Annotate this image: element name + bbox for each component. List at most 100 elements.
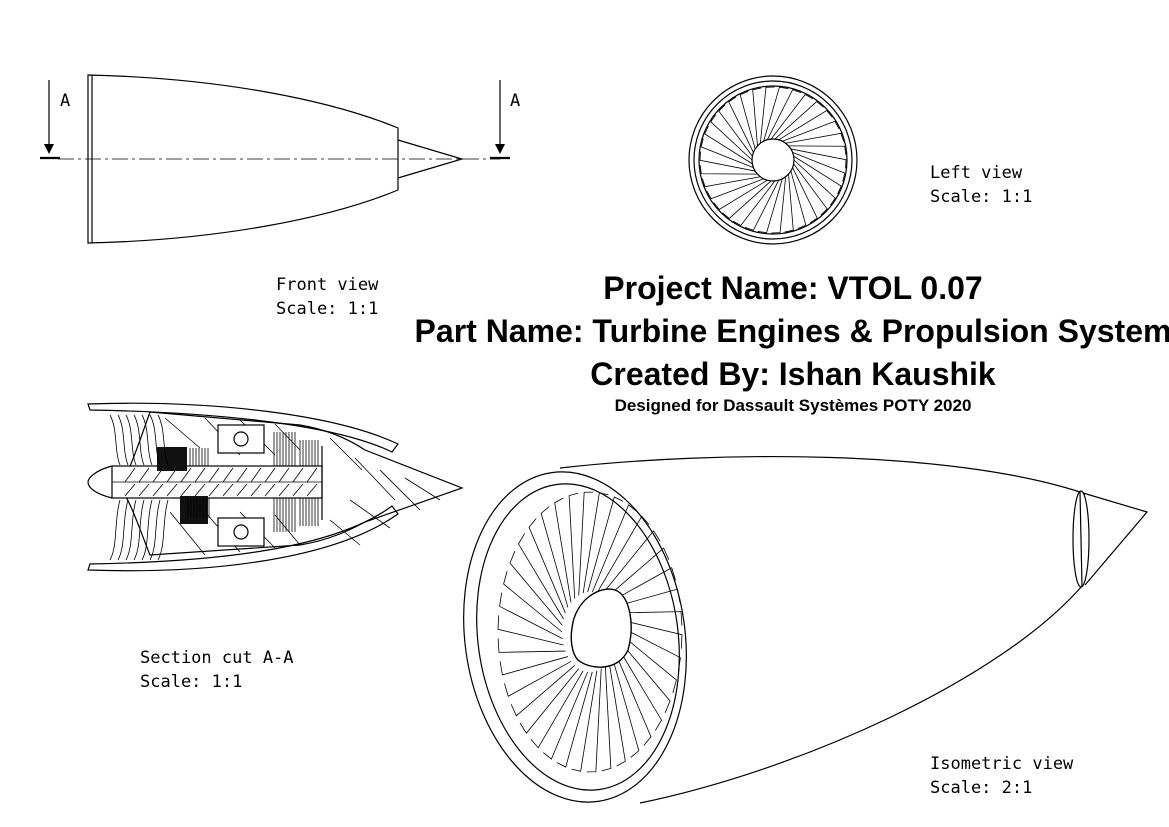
fan-blade [701, 176, 761, 188]
fan-curve [149, 414, 161, 466]
fan-blade [792, 167, 818, 224]
shaft-hatch-line [222, 483, 234, 497]
fan-curve [157, 414, 169, 466]
fan-curve [149, 499, 161, 561]
fan-blade [710, 114, 753, 161]
fan-blade [699, 164, 758, 175]
iso-fan-blade [608, 567, 676, 603]
iso-fan-blade [510, 665, 575, 717]
iso-fan-blade [587, 496, 624, 593]
hatch-line [169, 511, 206, 556]
iso-fan-blade [543, 671, 589, 760]
left-view-hub [751, 138, 795, 182]
left-view-fan-disc [698, 85, 848, 235]
hatch-line [329, 519, 361, 546]
iso-fan-blade [617, 631, 677, 694]
iso-fan-blade [509, 551, 563, 626]
fan-blade [774, 101, 824, 140]
title-block: Project Name: VTOL 0.07 Part Name: Turbi… [415, 270, 1169, 415]
shaft-hatch-line [222, 467, 234, 483]
iso-fan-blade [497, 615, 564, 646]
fan-curve [117, 414, 129, 466]
shaft-hatch-line [208, 483, 220, 497]
iso-fan-blade [578, 491, 594, 596]
iso-fan-blade [503, 570, 563, 633]
iso-fan-blade [582, 492, 609, 594]
fan-blade [704, 125, 753, 165]
shaft-hatch-line [166, 483, 178, 497]
hatch-line [404, 477, 441, 501]
section-marker-right-label: A [510, 91, 520, 111]
fan-blade [782, 120, 840, 142]
section-marker-right: A [490, 80, 520, 160]
shaft-hatch-line [180, 467, 192, 483]
fan-blade [788, 145, 847, 156]
section-marker-left: A [40, 80, 70, 160]
iso-fan-blade [596, 515, 650, 594]
iso-fan-blade [611, 588, 681, 608]
section-spinner [87, 465, 113, 499]
iso-fan-blade [556, 671, 593, 768]
shaft-hatch-line [124, 483, 136, 497]
iso-fan-blade [600, 530, 661, 596]
fan-blade [790, 170, 807, 230]
shaft-hatch-line [138, 467, 150, 483]
section-marker-left-label: A [60, 91, 70, 111]
shaft-hatch-line [292, 483, 304, 497]
section-fan-blades [109, 414, 169, 561]
iso-fan-blade [530, 670, 584, 749]
fan-curve [125, 414, 137, 466]
left-view-label: Left view [930, 163, 1023, 183]
iso-fan-blade [497, 638, 566, 653]
shaft-hatch-line [292, 467, 304, 483]
iso-nacelle-body [559, 455, 1083, 804]
iso-fan-blade [614, 650, 652, 746]
fan-blade [766, 89, 802, 140]
hatch-line [274, 423, 301, 451]
iso-inlet-outer [463, 471, 687, 803]
iso-fan-blade [611, 656, 640, 758]
section-nacelle-lower-wall [87, 505, 399, 572]
hatch-line [274, 514, 301, 546]
shaft-hatch-line [180, 483, 192, 497]
fan-blade [718, 104, 753, 157]
section-upper-gear [157, 447, 187, 471]
fan-blade [793, 159, 836, 206]
iso-fan-blade [616, 618, 683, 649]
isometric-view: Isometric view Scale: 2:1 [463, 455, 1149, 804]
iso-fan-blades [497, 491, 683, 773]
fan-curve [133, 499, 145, 561]
fan-curve [133, 414, 145, 466]
front-view-exhaust-cone [397, 139, 465, 179]
fan-curve [157, 499, 169, 561]
hatch-line [379, 469, 421, 511]
iso-hub [570, 588, 632, 668]
iso-fan-blade [616, 644, 662, 731]
iso-exhaust-cone [1082, 492, 1149, 586]
shaft-hatch-line [306, 483, 318, 497]
section-view-label: Section cut A-A [140, 648, 294, 668]
hatch-line [349, 499, 391, 529]
fan-blade [757, 178, 783, 234]
shaft-hatch-line [236, 467, 248, 483]
shaft-hatch-line [306, 467, 318, 483]
front-view: A A Front view Scale: 1:1 [40, 74, 520, 319]
front-view-scale: Scale: 1:1 [276, 299, 378, 319]
front-view-nacelle [87, 74, 399, 244]
created-by: Created By: Ishan Kaushik [590, 356, 996, 392]
shaft-hatch-line [152, 483, 164, 497]
left-view-scale: Scale: 1:1 [930, 187, 1032, 207]
shaft-hatch-line [250, 483, 262, 497]
fan-blade [744, 180, 780, 231]
fan-blade [700, 138, 754, 168]
fan-blade [793, 155, 842, 195]
iso-fan-blade [504, 661, 572, 697]
fan-curve [125, 499, 137, 561]
fan-blade [793, 163, 828, 216]
shaft-hatch-line [194, 467, 206, 483]
fan-curve [117, 499, 129, 561]
iso-inlet-inner [476, 483, 680, 791]
section-compressor-stages [187, 432, 319, 532]
fan-blade [770, 93, 814, 140]
iso-fan-blade [586, 668, 602, 773]
